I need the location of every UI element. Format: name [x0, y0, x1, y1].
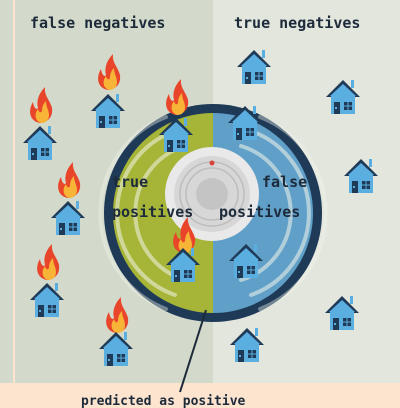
true-positives-label-line1: true — [112, 173, 148, 191]
smoke-detector-icon — [165, 147, 259, 241]
false-negatives-label: false negatives — [30, 14, 165, 32]
false-positives-label-line2: positives — [219, 203, 300, 221]
sound-waves — [98, 115, 328, 311]
true-negatives-label: true negatives — [234, 14, 360, 32]
true-positives-label-line2: positives — [112, 203, 193, 221]
predicted-as-positive-label: predicted as positive — [81, 394, 246, 408]
panel-divider — [13, 0, 15, 383]
false-positives-label-line1: false — [262, 173, 307, 191]
predicted-positive-pointer — [179, 309, 207, 393]
